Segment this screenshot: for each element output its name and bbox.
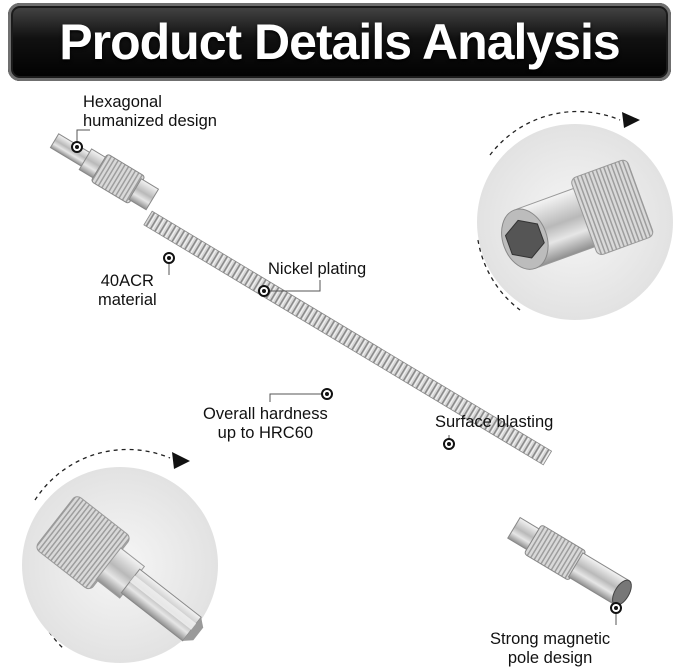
label-hexagonal-design: Hexagonal humanized design xyxy=(83,93,217,130)
arrow-icon xyxy=(172,452,190,469)
callout-dot-nickel xyxy=(258,285,270,297)
hex-shank-zoom xyxy=(22,448,218,663)
flexible-shaft xyxy=(49,133,632,606)
callout-dot-hardness xyxy=(321,388,333,400)
page-title: Product Details Analysis xyxy=(59,14,620,70)
callout-dot-hexagonal xyxy=(71,141,83,153)
label-surface-blasting: Surface blasting xyxy=(435,413,554,431)
label-40acr-material: 40ACR material xyxy=(98,272,157,309)
title-banner: Product Details Analysis xyxy=(8,3,671,81)
socket-end-zoom xyxy=(477,110,673,320)
callout-dot-material xyxy=(163,252,175,264)
label-magnetic-pole: Strong magnetic pole design xyxy=(490,630,611,667)
callout-dot-magnetic xyxy=(610,602,622,614)
label-nickel-plating: Nickel plating xyxy=(268,260,367,278)
arrow-icon xyxy=(622,112,640,128)
label-overall-hardness: Overall hardness up to HRC60 xyxy=(203,405,328,442)
callout-dot-blasting xyxy=(443,438,455,450)
